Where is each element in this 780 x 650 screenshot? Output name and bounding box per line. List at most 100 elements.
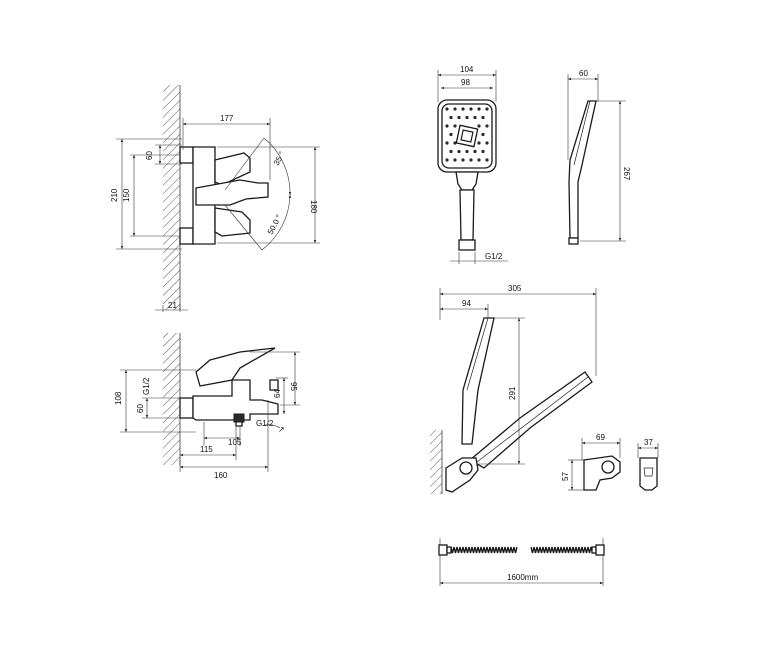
angle-35-label: 35 ° [272, 150, 287, 167]
nozzle-dot [473, 149, 477, 154]
handshower-front-view: 104 98 G1/2 [437, 65, 508, 264]
dim-305-label: 305 [508, 284, 522, 293]
hose-section-left [450, 546, 518, 554]
hose-view: 1600mm [438, 538, 605, 586]
wall-hatch-side [163, 333, 180, 465]
upper-handle [214, 152, 251, 186]
nozzle-dot [445, 158, 449, 162]
hose-nut-left [438, 544, 448, 556]
nozzle-dot [477, 158, 481, 162]
dim-60-profile-label: 60 [579, 69, 588, 78]
dim-160-label: 160 [214, 471, 228, 480]
handshower-thread-label: G1/2 [485, 252, 503, 261]
side-connector [179, 397, 194, 419]
thread2-label: G1/2 [256, 419, 274, 428]
hose-ferrule-left [446, 546, 452, 554]
hose-coil [450, 546, 518, 554]
lower-handle [214, 207, 251, 237]
handshower-connector [458, 239, 476, 251]
angle-50-arc [261, 194, 292, 251]
thread-label: G1/2 [142, 377, 151, 395]
nozzle-dot [485, 158, 489, 162]
nozzle-dot [453, 107, 457, 111]
nozzle-dot [477, 124, 481, 128]
hose-section-right [530, 546, 595, 554]
nozzle-dot [449, 115, 453, 120]
dim-150-label: 150 [122, 188, 131, 202]
nozzle-dot [453, 141, 457, 145]
dim-267-label: 267 [622, 167, 631, 181]
hose-coil [530, 546, 595, 554]
dim-60-side-label: 60 [136, 404, 145, 413]
front-view: 177 60 210 150 180 35 ° 50.0 ° 21 [110, 85, 320, 312]
holder-front [639, 457, 658, 491]
nozzle-dot [477, 141, 481, 145]
nozzle-dot [465, 149, 469, 154]
nozzle-dot [457, 149, 461, 154]
nozzle-dot [477, 107, 481, 111]
holder-side [583, 455, 621, 491]
nozzle-dot [449, 132, 453, 137]
spout [195, 179, 269, 206]
dim-95-label: 95 [289, 382, 298, 391]
nozzle-dot [469, 158, 473, 162]
angle-35-arc [263, 137, 292, 196]
hose-nut-right [595, 544, 605, 556]
nozzle-dot [445, 107, 449, 111]
nozzle-dot [485, 141, 489, 145]
nozzle-dot [481, 149, 485, 154]
side-outlet [233, 413, 245, 423]
thread2-arrow: ↗ [278, 425, 285, 434]
nozzle-dot [453, 158, 457, 162]
side-handle [195, 347, 276, 387]
nozzle-dot [461, 158, 465, 162]
nozzle-dot [445, 141, 449, 145]
profile-body [568, 100, 597, 239]
nozzle-dot [469, 107, 473, 111]
handshower-neck [455, 171, 479, 191]
dim-177-label: 177 [220, 114, 234, 123]
nozzle-dot [445, 124, 449, 128]
dim-115-label: 115 [200, 445, 213, 454]
nozzle-dot [465, 115, 469, 120]
dim-105-label: 105 [228, 438, 242, 447]
dim-104-label: 104 [460, 65, 474, 74]
wall-hatch-assembly [430, 430, 442, 494]
nozzle-dot [473, 115, 477, 120]
nozzle-dot [453, 124, 457, 128]
dim-94-label: 94 [462, 299, 471, 308]
lower-connector [179, 227, 194, 245]
holder-assembly-view: 305 94 291 [430, 284, 597, 494]
nozzle-dot [481, 115, 485, 120]
handshower-nozzles [445, 107, 489, 162]
dim-64-label: 64 [273, 389, 282, 398]
wall-hatch [163, 85, 180, 310]
profile-connector [568, 237, 579, 245]
dim-98-label: 98 [461, 78, 470, 87]
hose-length-label: 1600mm [507, 573, 538, 582]
nozzle-dot [481, 132, 485, 137]
dim-69-label: 69 [596, 433, 605, 442]
dim-291-label: 291 [508, 386, 517, 400]
holder-side-ring [601, 460, 615, 474]
nozzle-dot [449, 149, 453, 154]
dim-57-label: 57 [561, 472, 570, 481]
dim-108-label: 108 [114, 391, 123, 405]
nozzle-dot [485, 107, 489, 111]
assembly-holder-pivot [459, 461, 473, 475]
angle-50-label: 50.0 ° [266, 213, 284, 236]
handshower-handle [459, 189, 475, 241]
dim-210-label: 210 [110, 188, 119, 202]
holder-detail-view: 69 57 37 [561, 433, 659, 491]
nozzle-dot [457, 115, 461, 120]
side-knob [269, 379, 279, 391]
dim-180-label: 180 [309, 200, 318, 214]
assembly-shower-vertical [461, 317, 495, 445]
nozzle-dot [461, 107, 465, 111]
handshower-profile-view: 60 267 [567, 69, 631, 245]
dim-37-label: 37 [644, 438, 653, 447]
upper-connector [179, 146, 194, 164]
center-spray-mode [455, 124, 479, 148]
nozzle-dot [485, 124, 489, 128]
